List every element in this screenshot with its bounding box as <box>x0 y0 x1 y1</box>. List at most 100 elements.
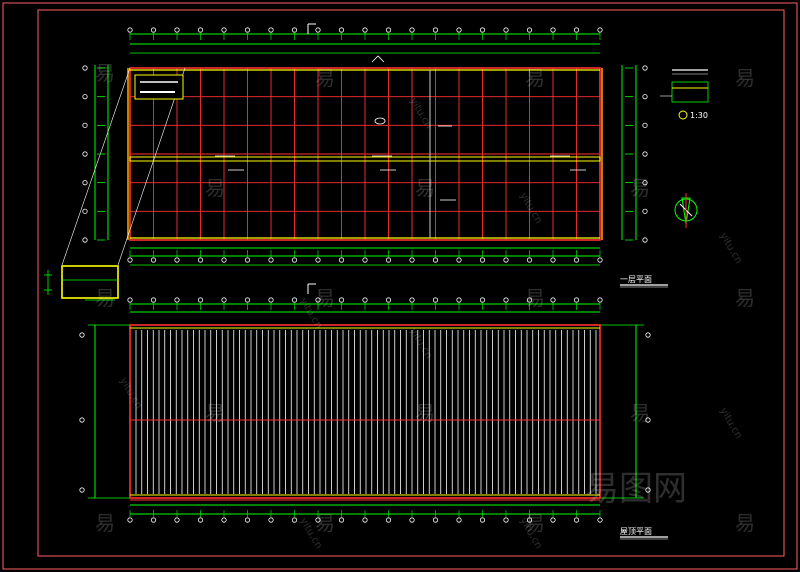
axis-bubble <box>82 65 88 71</box>
axis-bubble <box>221 27 227 33</box>
axis-bubble <box>526 27 533 33</box>
watermark-glyph: 易 <box>205 176 225 200</box>
axis-bubble <box>645 417 651 423</box>
watermark-site: yitu.cn <box>517 191 544 226</box>
axis-bubble <box>642 180 648 186</box>
axis-bubble <box>127 517 133 523</box>
axis-bubble <box>291 27 298 33</box>
watermark-glyph: 易 <box>95 61 115 85</box>
axis-bubble <box>79 332 85 338</box>
axis-bubble <box>174 297 180 303</box>
watermark-glyph: 易 <box>525 511 545 535</box>
axis-bubble <box>456 257 462 263</box>
axis-bubble <box>127 27 133 33</box>
axis-bubble <box>79 487 85 493</box>
axis-bubble <box>268 27 274 33</box>
axis-bubble <box>385 27 392 33</box>
axis-bubble <box>362 257 368 263</box>
axis-bubble <box>456 517 462 523</box>
axis-bubble <box>244 257 251 263</box>
axis-bubble <box>409 257 415 263</box>
axis-bubble <box>82 237 88 243</box>
upper-plan-grid <box>130 68 600 240</box>
watermark-glyph: 易 <box>735 286 755 310</box>
roof-panel-lines <box>135 330 597 494</box>
axis-bubble <box>409 27 415 33</box>
watermark-glyph: 易 <box>735 66 755 90</box>
axis-bubble <box>291 297 298 303</box>
axis-bubble <box>503 257 509 263</box>
watermark-glyph: 易 <box>415 401 435 425</box>
watermark-glyph: 易 <box>315 66 335 90</box>
axis-bubble <box>197 517 204 523</box>
axis-bubble <box>503 297 509 303</box>
axis-bubble <box>315 517 321 523</box>
axis-bubble <box>362 297 368 303</box>
axis-bubble <box>550 517 556 523</box>
axis-bubble <box>550 257 556 263</box>
axis-bubble <box>432 257 439 263</box>
axis-bubble <box>338 257 345 263</box>
axis-bubble <box>642 122 648 128</box>
axis-bubble <box>479 257 486 263</box>
axis-bubble <box>385 257 392 263</box>
axis-bubble <box>174 257 180 263</box>
axis-bubble <box>550 27 556 33</box>
axis-bubble <box>597 257 603 263</box>
axis-bubble <box>221 517 227 523</box>
roof-plan-title: 屋顶平面 <box>620 527 652 536</box>
inset-label-box <box>134 74 184 100</box>
axis-bubble <box>174 517 180 523</box>
watermark-site: yitu.cn <box>717 231 744 266</box>
axis-bubble <box>127 257 133 263</box>
detail-marker-circle <box>678 110 688 120</box>
right-detail: 1:30 <box>660 69 709 120</box>
axis-bubble <box>82 208 88 214</box>
detail-callout-icon <box>44 265 119 301</box>
axis-bubble <box>362 517 368 523</box>
axis-bubble <box>573 297 580 303</box>
watermark-glyph: 易 <box>630 176 650 200</box>
axis-bubble <box>291 517 298 523</box>
axis-bubble <box>221 297 227 303</box>
axis-bubble <box>642 237 648 243</box>
axis-bubble <box>503 27 509 33</box>
watermark-site: yitu.cn <box>717 406 744 441</box>
watermark-glyph: 易 <box>95 286 115 310</box>
watermark-glyph: 易 <box>630 401 650 425</box>
axis-bubble <box>82 180 88 186</box>
axis-bubble <box>362 27 368 33</box>
axis-bubble <box>642 94 648 100</box>
watermark-glyph: 易 <box>525 286 545 310</box>
upper-floor-plan <box>61 23 648 294</box>
axis-bubble <box>338 517 345 523</box>
detail-scale: 1:30 <box>690 111 708 120</box>
axis-bubble <box>432 297 439 303</box>
axis-bubble <box>244 517 251 523</box>
watermark-site: yitu.cn <box>407 326 434 361</box>
axis-bubble <box>150 257 157 263</box>
axis-bubble <box>642 151 648 157</box>
main-beam <box>129 156 601 162</box>
axis-bubble <box>197 27 204 33</box>
north-arrow-icon <box>674 193 698 228</box>
axis-bubble <box>150 517 157 523</box>
axis-bubble <box>409 517 415 523</box>
axis-bubble <box>479 517 486 523</box>
axis-bubble <box>573 517 580 523</box>
axis-bubble <box>432 27 439 33</box>
axis-bubble <box>150 27 157 33</box>
axis-bubble <box>573 27 580 33</box>
axis-bubble <box>338 297 345 303</box>
axis-bubble <box>456 297 462 303</box>
watermark-glyph: 易 <box>205 401 225 425</box>
axis-bubble <box>385 297 392 303</box>
axis-bubble <box>127 297 133 303</box>
axis-bubble <box>409 297 415 303</box>
axis-bubble <box>268 297 274 303</box>
axis-bubble <box>79 417 85 423</box>
axis-bubble <box>315 257 321 263</box>
axis-bubble <box>526 297 533 303</box>
axis-bubble <box>197 257 204 263</box>
